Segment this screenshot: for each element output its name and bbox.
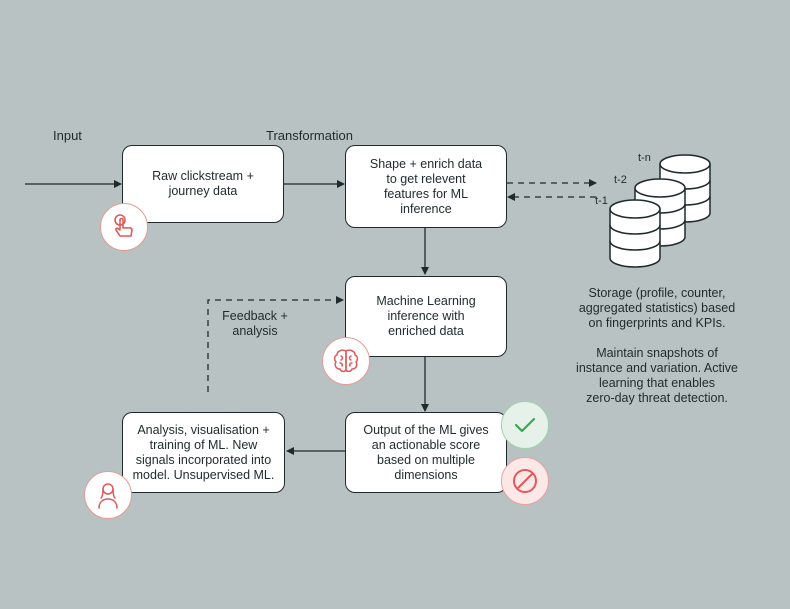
t-2-label: t-2 — [614, 174, 627, 186]
analysis-box: Analysis, visualisation + training of ML… — [122, 412, 285, 493]
feedback-label: Feedback + analysis — [222, 309, 288, 338]
database-icon — [609, 154, 711, 268]
database-stack-t1 — [609, 199, 661, 268]
user-icon — [84, 471, 132, 519]
shape-enrich-text: Shape + enrich data to get relevent feat… — [369, 156, 483, 216]
raw-clickstream-text: Raw clickstream + journey data — [152, 169, 254, 198]
analysis-text: Analysis, visualisation + training of ML… — [132, 422, 275, 482]
ml-inference-box: Machine Learning inference with enriched… — [345, 276, 507, 357]
brain-icon — [322, 337, 370, 385]
output-score-text: Output of the ML gives an actionable sco… — [363, 422, 489, 482]
t-n-label: t-n — [638, 152, 651, 164]
snapshot-note: Maintain snapshots of instance and varia… — [576, 346, 738, 405]
transformation-label: Transformation — [266, 128, 353, 143]
output-score-box: Output of the ML gives an actionable sco… — [345, 412, 507, 493]
touch-hand-icon — [100, 203, 148, 251]
storage-note: Storage (profile, counter, aggregated st… — [578, 286, 736, 330]
ml-inference-text: Machine Learning inference with enriched… — [376, 294, 476, 338]
shape-enrich-box: Shape + enrich data to get relevent feat… — [345, 145, 507, 228]
check-icon — [501, 401, 549, 449]
t-1-label: t-1 — [595, 195, 608, 207]
raw-clickstream-box: Raw clickstream + journey data — [122, 145, 284, 223]
input-label: Input — [53, 128, 82, 143]
feedback-loop-arrow — [207, 296, 344, 392]
block-icon — [501, 457, 549, 505]
